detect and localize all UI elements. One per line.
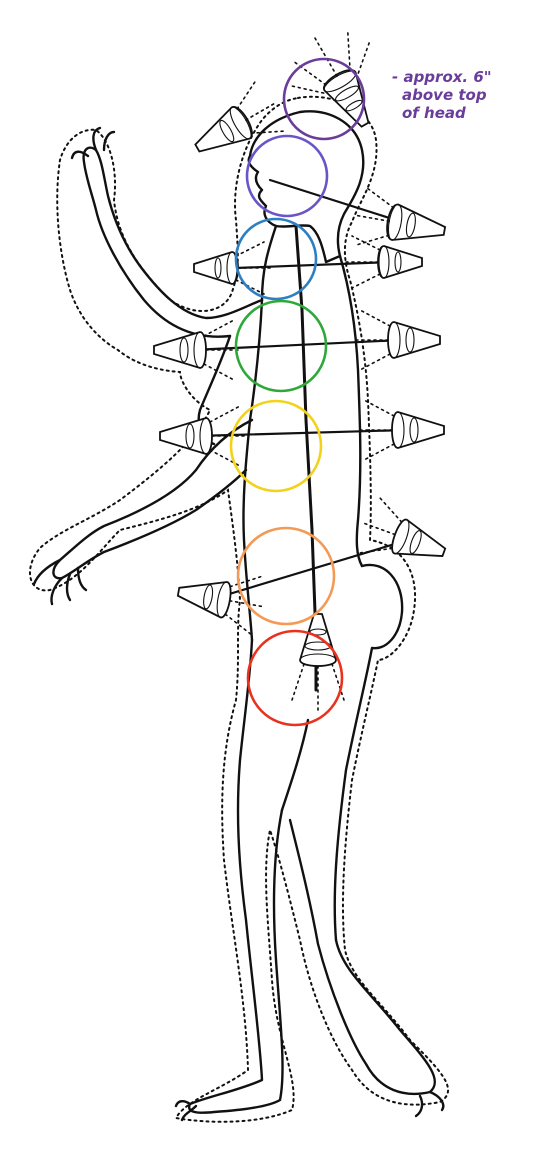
throat-chakra-ring — [236, 219, 316, 299]
throat-front-vortex — [194, 242, 270, 294]
third-eye-chakra-ring — [247, 136, 327, 216]
sacral-front-vortex — [173, 562, 268, 636]
rear-leg — [290, 820, 435, 1094]
root-vortex — [292, 614, 344, 710]
horizontal-channels — [192, 180, 408, 598]
torso-back — [340, 256, 362, 566]
annotation-line-3: of head — [392, 104, 532, 122]
brow-front-vortex — [182, 76, 292, 174]
raised-hand — [72, 128, 114, 158]
throat-back-vortex — [346, 236, 422, 288]
buttock — [335, 565, 402, 940]
sacral-back-vortex — [353, 495, 454, 581]
raised-arm — [84, 148, 262, 337]
front-leg — [189, 640, 282, 1113]
crown-annotation: - approx. 6" above top of head — [392, 68, 532, 122]
heart-back-vortex — [354, 310, 440, 370]
annotation-line-1: - approx. 6" — [392, 68, 532, 86]
inner-leg — [282, 720, 308, 810]
annotation-line-2: above top — [392, 86, 532, 104]
lower-arm — [53, 420, 252, 578]
root-chakra-ring — [248, 631, 342, 725]
